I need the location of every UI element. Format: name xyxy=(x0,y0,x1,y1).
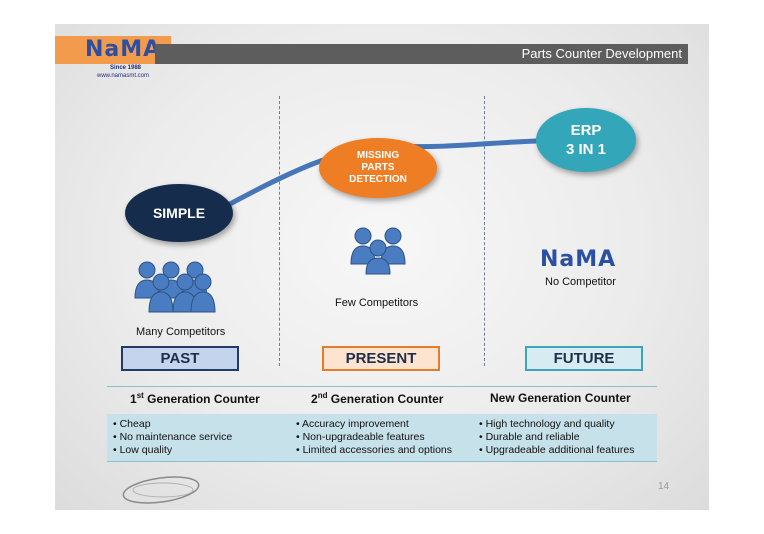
website-url: www.namasmt.com xyxy=(97,73,150,79)
people-group-icon xyxy=(134,261,216,313)
no-competitor-label: No Competitor xyxy=(545,276,616,288)
divider-1 xyxy=(279,96,280,366)
list-item: Accuracy improvement xyxy=(296,418,452,431)
nama-logo-icon: NaMA xyxy=(540,247,617,272)
era-future: FUTURE xyxy=(525,346,643,371)
nama-logo: NaMA xyxy=(85,37,162,62)
features-col-2: Accuracy improvement Non-upgradeable fea… xyxy=(296,418,452,457)
list-item: Non-upgradeable features xyxy=(296,431,452,444)
slide-title: Parts Counter Development xyxy=(155,44,688,64)
list-item: Cheap xyxy=(113,418,232,431)
gen-header-3: New Generation Counter xyxy=(490,391,631,405)
slide: NaMA Since 1988 www.namasmt.com Parts Co… xyxy=(55,24,709,510)
page-number: 14 xyxy=(658,481,670,492)
logo-background xyxy=(55,36,171,64)
list-item: Upgradeable additional features xyxy=(479,444,635,457)
table-bottom-line xyxy=(107,461,657,462)
table-top-line xyxy=(107,386,657,387)
gen-header-2: 2nd Generation Counter xyxy=(311,391,444,406)
list-item: No maintenance service xyxy=(113,431,233,444)
footer-logo-icon xyxy=(122,476,200,504)
list-item: Low quality xyxy=(113,444,232,457)
few-competitors-label: Few Competitors xyxy=(335,297,419,309)
list-item: Limited accessories and options xyxy=(296,444,452,457)
list-item: High technology and quality xyxy=(479,418,634,431)
era-past: PAST xyxy=(121,346,239,371)
features-col-3: High technology and quality Durable and … xyxy=(479,418,635,457)
since-text: Since 1988 xyxy=(110,65,142,71)
features-col-1: Cheap No maintenance service Low quality xyxy=(113,418,233,457)
list-item: Durable and reliable xyxy=(479,431,634,444)
divider-2 xyxy=(484,96,485,366)
era-present: PRESENT xyxy=(322,346,440,371)
simple-bubble: SIMPLE xyxy=(125,184,233,242)
people-trio-icon xyxy=(350,227,406,275)
many-competitors-label: Many Competitors xyxy=(136,326,226,338)
gen-header-1: 1st Generation Counter xyxy=(130,391,260,406)
